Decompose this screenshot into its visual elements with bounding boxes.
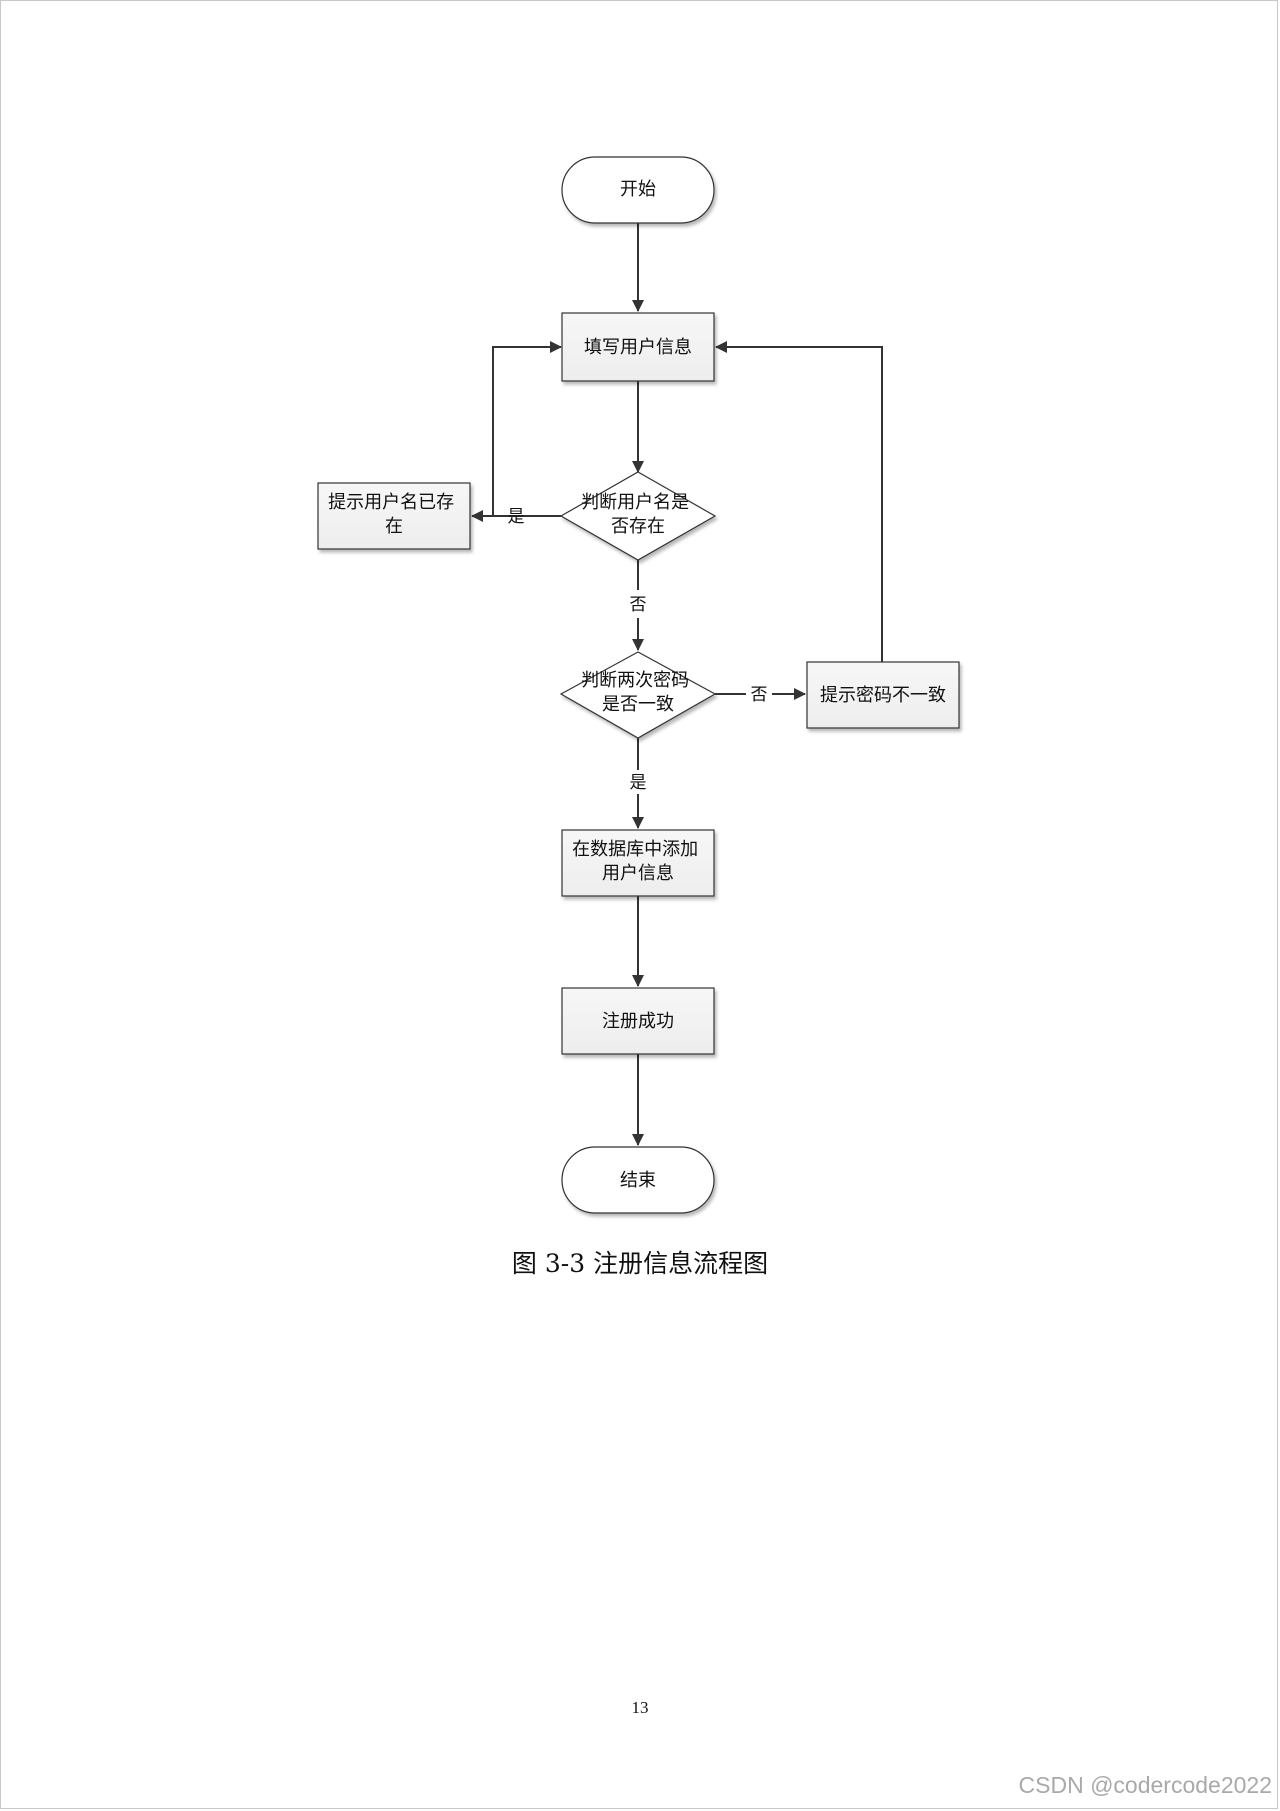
node-end-label: 结束	[620, 1170, 656, 1191]
node-check-username-label: 判断用户名是 否存在	[581, 492, 695, 537]
edge-label-username-yes: 是	[508, 507, 525, 527]
node-end	[561, 1146, 715, 1214]
node-username-exists-label: 提示用户名已存 在	[328, 492, 460, 537]
edge-mismatch-loop-to-fill	[715, 341, 883, 662]
node-username-exists	[317, 482, 471, 550]
node-username-exists-line2: 在	[385, 516, 403, 537]
node-username-exists-line1: 提示用户名已存	[328, 492, 454, 513]
figure-caption: 图 3-3 注册信息流程图	[511, 1249, 769, 1278]
node-fill-info	[561, 312, 715, 382]
node-check-password-line1: 判断两次密码	[581, 670, 689, 691]
edge-label-password-yes: 是	[630, 773, 647, 793]
edge-label-password-no: 否	[751, 685, 768, 705]
watermark: CSDN @codercode2022	[1018, 1772, 1272, 1798]
node-check-password-line2: 是否一致	[602, 694, 674, 715]
edge-exists-loop-to-fill	[492, 341, 562, 516]
page-number: 13	[631, 1698, 649, 1717]
edges	[471, 223, 883, 1146]
node-check-password	[559, 651, 717, 739]
edge-label-username-no: 否	[630, 595, 647, 615]
node-add-to-db-label: 在数据库中添加 用户信息	[572, 839, 704, 884]
node-add-to-db	[561, 829, 715, 897]
node-fill-info-label: 填写用户信息	[584, 337, 692, 358]
node-check-username	[559, 471, 717, 561]
node-password-mismatch	[806, 661, 960, 729]
node-start-label: 开始	[620, 179, 656, 200]
node-add-to-db-line2: 用户信息	[602, 863, 674, 884]
node-register-success	[561, 987, 715, 1055]
node-password-mismatch-label: 提示密码不一致	[820, 685, 946, 706]
node-start	[561, 156, 715, 224]
node-check-password-label: 判断两次密码 是否一致	[581, 670, 695, 715]
node-register-success-label: 注册成功	[602, 1011, 674, 1032]
node-add-to-db-line1: 在数据库中添加	[572, 839, 698, 860]
node-check-username-line1: 判断用户名是	[581, 492, 689, 513]
node-check-username-line2: 否存在	[611, 516, 665, 537]
